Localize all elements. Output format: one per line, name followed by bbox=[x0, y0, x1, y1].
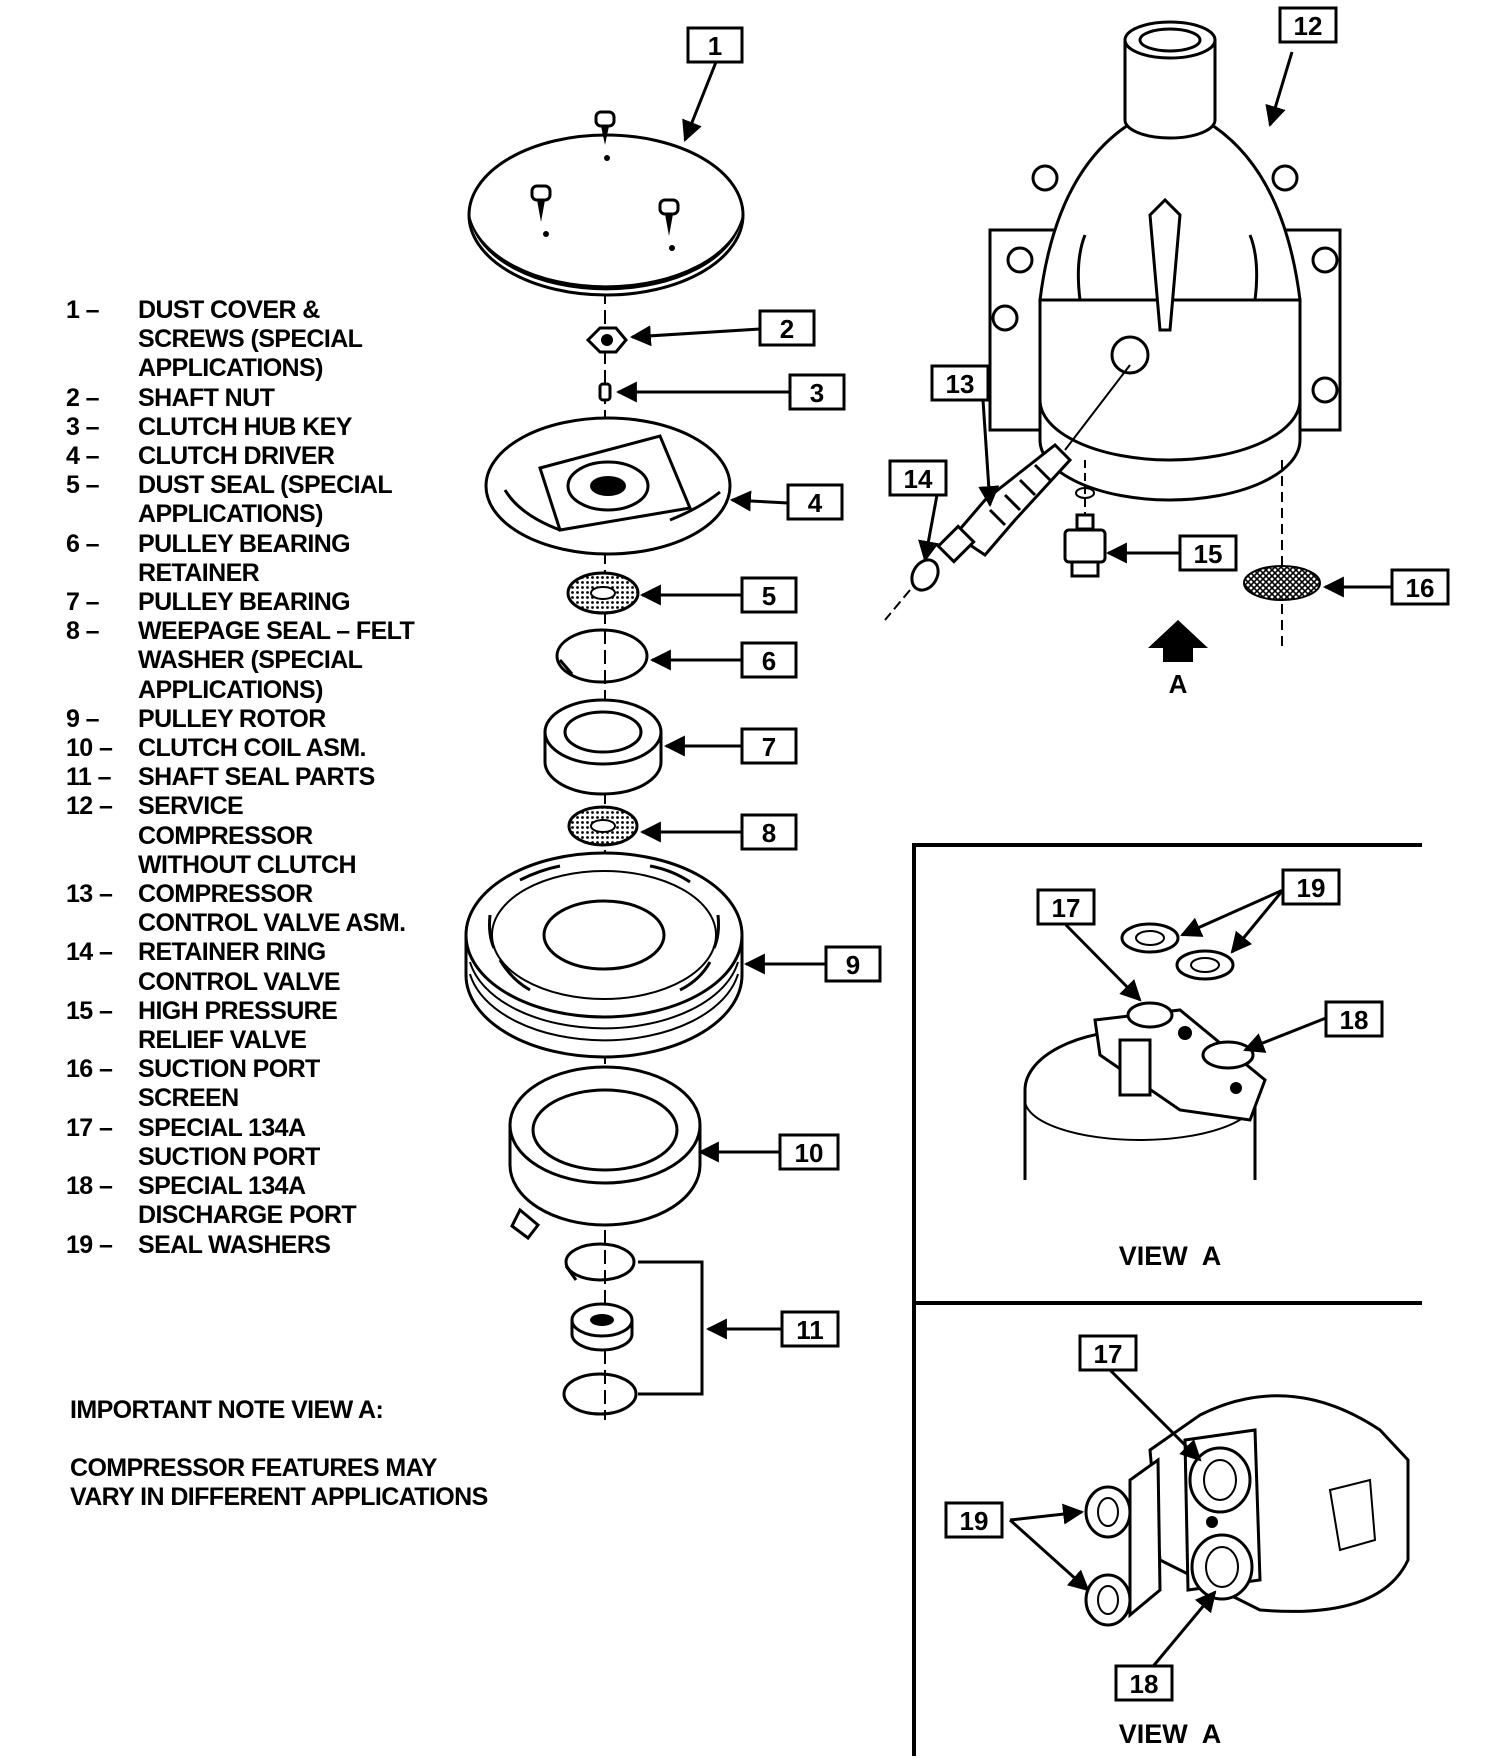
svg-text:16: 16 bbox=[1406, 573, 1435, 603]
svg-text:2: 2 bbox=[780, 314, 794, 344]
callout-17-top: 17 bbox=[1036, 888, 1096, 926]
dust-seal-part bbox=[566, 571, 640, 615]
svg-text:4: 4 bbox=[808, 488, 823, 518]
callout-8: 8 bbox=[740, 813, 798, 851]
svg-text:11: 11 bbox=[796, 1315, 824, 1345]
callout-7: 7 bbox=[740, 727, 798, 765]
svg-text:15: 15 bbox=[1194, 539, 1223, 569]
svg-text:18: 18 bbox=[1130, 1669, 1159, 1699]
view-a-label-top: VIEW A bbox=[1119, 1241, 1222, 1271]
note-body: COMPRESSOR FEATURES MAY VARY IN DIFFEREN… bbox=[70, 1454, 488, 1512]
svg-text:14: 14 bbox=[904, 464, 933, 494]
view-a-bottom-detail bbox=[1084, 1394, 1410, 1627]
legend-item: 19 –SEAL WASHERS bbox=[66, 1230, 331, 1259]
note-title: IMPORTANT NOTE VIEW A: bbox=[70, 1396, 384, 1424]
legend-item: 4 –CLUTCH DRIVER bbox=[66, 442, 335, 471]
callout-19-bottom: 19 bbox=[944, 1501, 1004, 1539]
callout-15: 15 bbox=[1178, 534, 1238, 572]
callout-11: 11 bbox=[780, 1310, 840, 1348]
callout-12: 12 bbox=[1278, 6, 1338, 44]
legend-item: 10 –CLUTCH COIL ASM. bbox=[66, 734, 366, 763]
shaft-seal-parts bbox=[562, 1242, 704, 1416]
svg-text:13: 13 bbox=[946, 369, 975, 399]
shaft-nut-part bbox=[585, 326, 628, 354]
suction-screen-part bbox=[1243, 460, 1321, 650]
callout-1: 1 bbox=[686, 26, 744, 64]
callout-18-bottom: 18 bbox=[1114, 1664, 1174, 1702]
svg-text:6: 6 bbox=[762, 646, 776, 676]
legend-item: 11 –SHAFT SEAL PARTS bbox=[66, 763, 375, 792]
compressor-body-part bbox=[988, 20, 1342, 502]
callout-14: 14 bbox=[888, 459, 948, 497]
callout-10: 10 bbox=[778, 1133, 840, 1171]
svg-text:17: 17 bbox=[1094, 1339, 1123, 1369]
legend-item: 3 –CLUTCH HUB KEY bbox=[66, 412, 352, 441]
callout-6: 6 bbox=[740, 641, 798, 679]
svg-text:12: 12 bbox=[1294, 11, 1323, 41]
bearing-retainer-part bbox=[555, 628, 649, 684]
callout-5: 5 bbox=[740, 576, 798, 614]
control-valve-part bbox=[936, 442, 1073, 564]
svg-text:7: 7 bbox=[762, 732, 776, 762]
cover-screw bbox=[658, 198, 680, 251]
clutch-coil-part bbox=[508, 1065, 702, 1241]
view-a-arrow-label: A bbox=[1169, 669, 1188, 699]
callout-2: 2 bbox=[758, 309, 816, 347]
svg-text:19: 19 bbox=[960, 1506, 989, 1536]
callout-18-top: 18 bbox=[1324, 1000, 1384, 1038]
view-a-arrow: A bbox=[1148, 620, 1208, 699]
callout-4: 4 bbox=[786, 483, 844, 521]
svg-text:9: 9 bbox=[846, 950, 860, 980]
svg-text:18: 18 bbox=[1340, 1005, 1369, 1035]
cover-screw bbox=[530, 184, 552, 237]
legend-item: 2 –SHAFT NUT bbox=[66, 383, 275, 412]
view-a-label-bottom: VIEW A bbox=[1119, 1719, 1222, 1749]
note-line: COMPRESSOR FEATURES MAY bbox=[70, 1454, 437, 1482]
callout-9: 9 bbox=[824, 945, 882, 983]
view-a-top-detail bbox=[1023, 922, 1267, 1180]
legend-item: 9 –PULLEY ROTOR bbox=[66, 704, 326, 733]
clutch-hub-key-part bbox=[598, 382, 612, 402]
callout-19-top: 19 bbox=[1281, 868, 1341, 906]
legend-item: 7 –PULLEY BEARING bbox=[66, 588, 351, 617]
callout-16: 16 bbox=[1390, 568, 1450, 606]
note-line: VARY IN DIFFERENT APPLICATIONS bbox=[70, 1483, 488, 1511]
svg-text:17: 17 bbox=[1052, 893, 1081, 923]
svg-text:3: 3 bbox=[810, 378, 824, 408]
weepage-seal-part bbox=[567, 805, 639, 847]
pulley-bearing-part bbox=[543, 698, 663, 796]
callout-13: 13 bbox=[930, 364, 990, 402]
callout-17-bottom: 17 bbox=[1078, 1334, 1138, 1372]
pulley-rotor-part bbox=[464, 851, 744, 1059]
clutch-driver-part bbox=[484, 416, 732, 556]
svg-text:8: 8 bbox=[762, 818, 776, 848]
svg-text:1: 1 bbox=[708, 31, 722, 61]
view-a-panel-frame bbox=[912, 843, 1422, 1756]
leader-lines bbox=[615, 51, 1392, 1671]
dust-cover-part bbox=[467, 110, 745, 297]
relief-valve-part bbox=[1063, 460, 1107, 578]
cover-screw bbox=[594, 110, 616, 161]
svg-text:10: 10 bbox=[795, 1138, 824, 1168]
svg-text:19: 19 bbox=[1297, 873, 1326, 903]
svg-text:5: 5 bbox=[762, 581, 776, 611]
callout-3: 3 bbox=[788, 373, 846, 411]
